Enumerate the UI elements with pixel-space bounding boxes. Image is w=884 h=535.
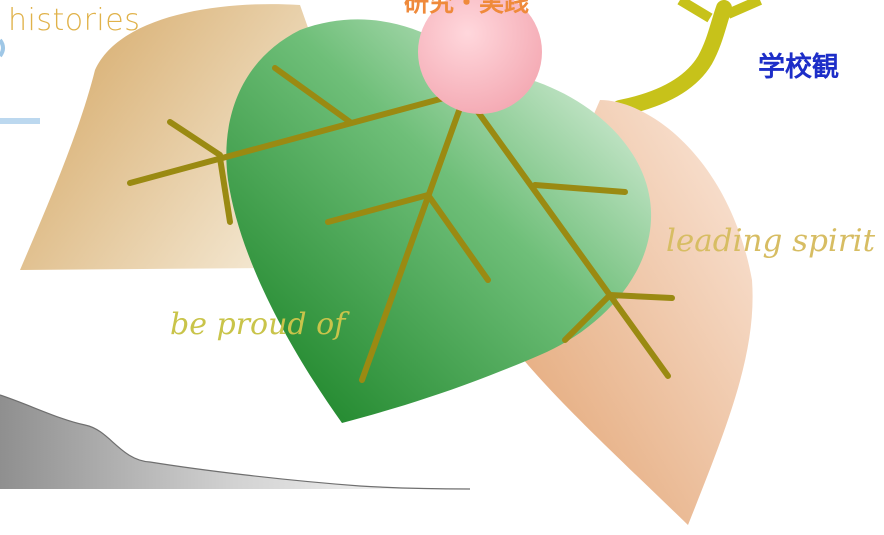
branch-twigs — [677, 0, 763, 23]
green-leaf — [226, 19, 652, 423]
grey-hill-outline — [0, 394, 471, 490]
leaf-veins — [127, 65, 675, 383]
school-view-label: 学校観 — [758, 52, 839, 83]
leading-spirit-label: leading spirit — [666, 223, 876, 259]
blue-accent-arc — [0, 38, 5, 58]
research-practice-label: 研究・実践 — [404, 0, 530, 17]
blue-accent-bar — [0, 118, 40, 124]
histories-label: histories — [8, 3, 141, 38]
pink-bud — [418, 0, 542, 114]
branch-stem — [612, 0, 732, 116]
grey-hill — [0, 395, 470, 489]
be-proud-of-label: be proud of — [170, 307, 346, 342]
